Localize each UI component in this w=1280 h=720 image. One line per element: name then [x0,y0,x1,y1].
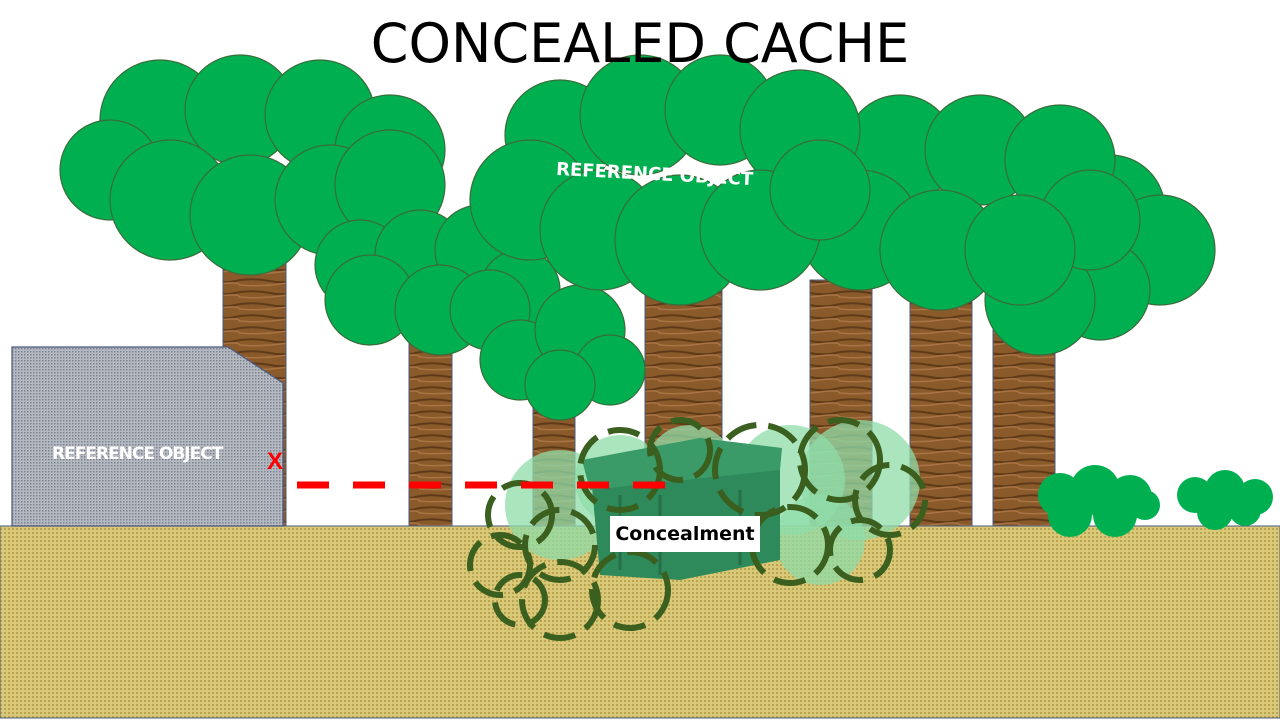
reference-building [11,346,284,527]
concealment-label: Concealment [610,516,760,552]
tree-canopies [59,54,1216,421]
reference-object-building-label: REFERENCE OBJECT [52,444,223,464]
page-title: CONCEALED CACHE [370,12,910,75]
small-bushes [1038,465,1273,537]
x-marker: X [267,448,284,475]
bush-outlines [467,417,928,641]
